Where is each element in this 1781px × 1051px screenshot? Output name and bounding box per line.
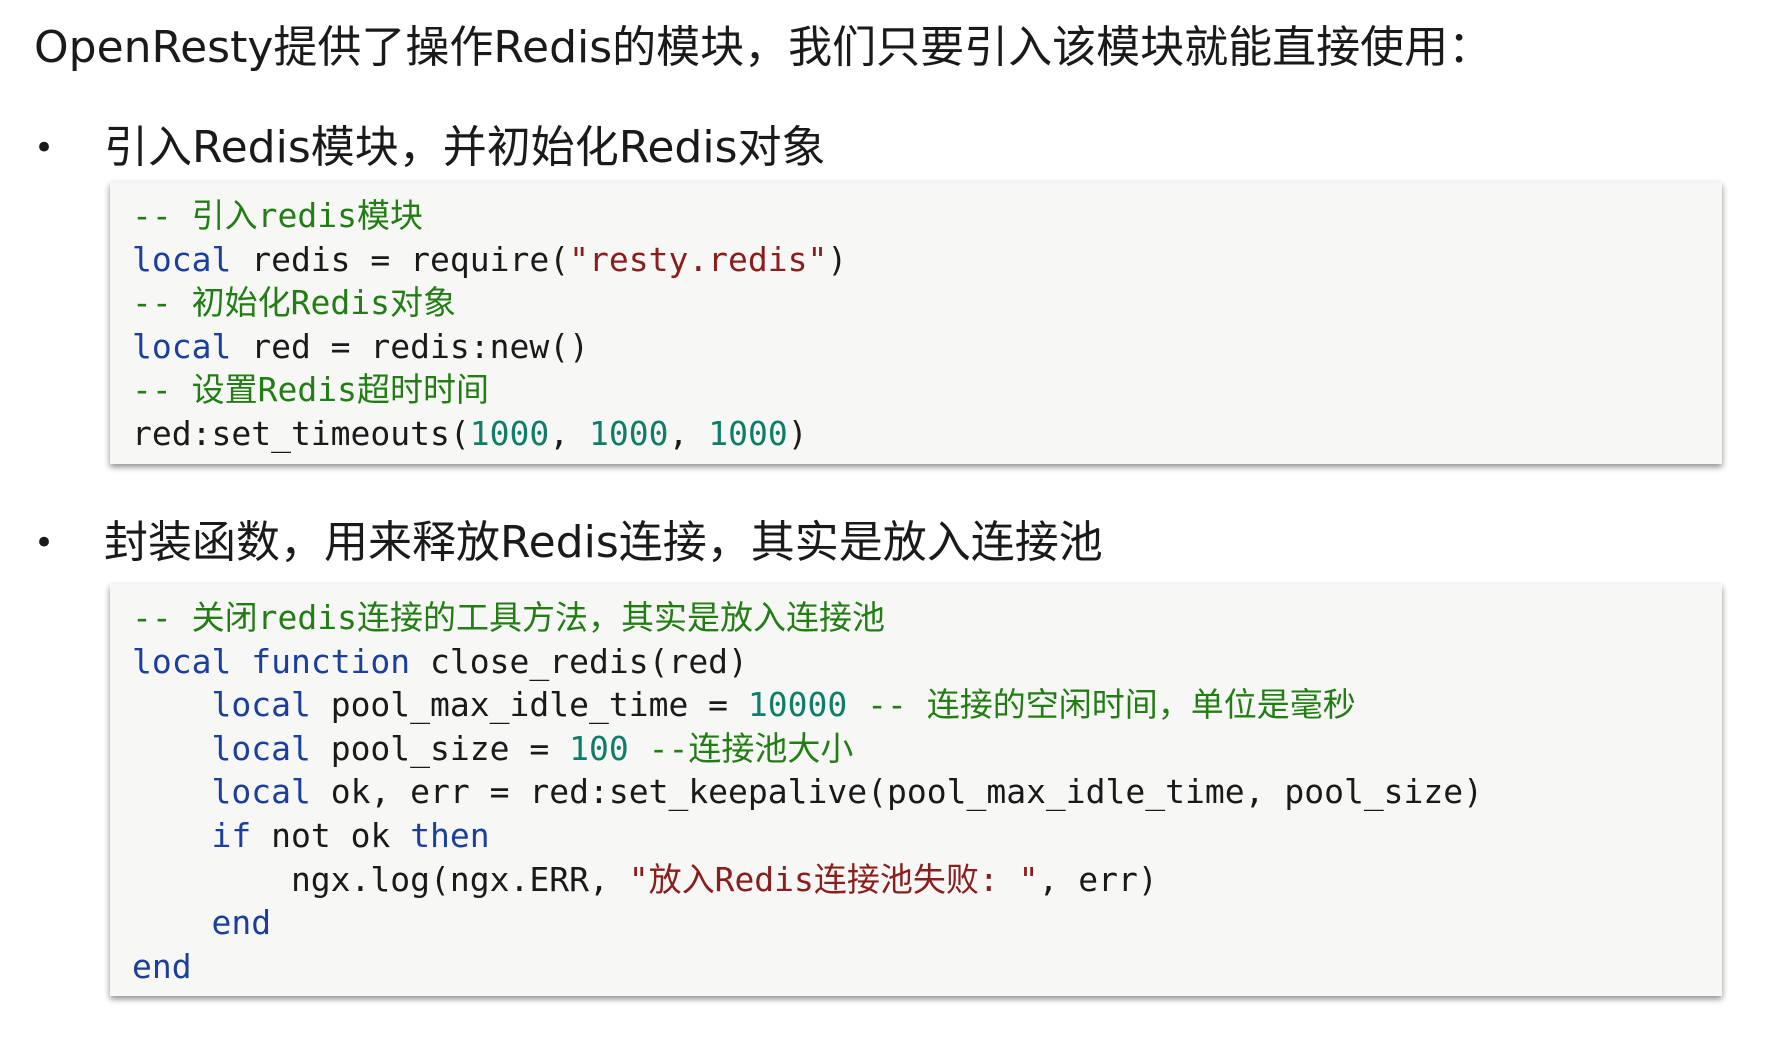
code-token: -- 连接的空闲时间，单位是毫秒 <box>847 685 1356 725</box>
code-token: 10000 <box>747 685 848 725</box>
code-line: local redis = require("resty.redis") <box>132 238 1700 282</box>
code-token: end <box>132 946 192 986</box>
code-token: , <box>668 413 709 453</box>
bullet-close-redis: • 封装函数，用来释放Redis连接，其实是放入连接池 <box>34 513 1103 573</box>
code-token: ) <box>827 239 848 279</box>
bullet-marker: • <box>34 128 55 168</box>
code-token: 100 <box>569 728 629 768</box>
code-token: -- 初始化Redis对象 <box>132 283 456 323</box>
bullet-init-redis: • 引入Redis模块，并初始化Redis对象 <box>34 118 826 178</box>
code-token: redis = require( <box>231 239 570 279</box>
code-line: -- 初始化Redis对象 <box>132 281 1700 325</box>
code-line: local function close_redis(red) <box>132 640 1700 684</box>
code-token: 1000 <box>589 413 669 453</box>
code-token: ngx.log(ngx.ERR, <box>132 859 629 899</box>
code-line: -- 设置Redis超时时间 <box>132 368 1700 412</box>
code-token <box>132 685 211 724</box>
code-token: local <box>132 641 232 681</box>
code-token: ) <box>787 413 808 453</box>
code-token: 1000 <box>469 413 550 453</box>
code-token: close_redis(red) <box>410 641 748 681</box>
code-token: 1000 <box>708 413 788 453</box>
code-token: , <box>549 413 589 453</box>
bullet-text: 引入Redis模块，并初始化Redis对象 <box>104 122 826 173</box>
code-token <box>132 772 211 811</box>
code-token: end <box>211 903 272 943</box>
code-token: -- 关闭redis连接的工具方法，其实是放入连接池 <box>132 598 885 637</box>
code-token: pool_max_idle_time = <box>310 685 748 725</box>
code-line: local red = redis:new() <box>132 325 1700 369</box>
code-line: end <box>132 901 1700 945</box>
code-token: function <box>251 641 411 681</box>
code-token: local <box>211 728 311 768</box>
code-token: "放入Redis连接池失败: " <box>628 859 1039 899</box>
code-token: if <box>211 815 252 855</box>
code-token: , err) <box>1038 859 1158 899</box>
code-line: end <box>132 945 1700 989</box>
code-line: -- 引入redis模块 <box>132 194 1700 238</box>
code-token: local <box>211 772 311 812</box>
code-line: if not ok then <box>132 814 1700 858</box>
code-token: -- 设置Redis超时时间 <box>132 370 489 410</box>
code-line: ngx.log(ngx.ERR, "放入Redis连接池失败: ", err) <box>132 858 1700 902</box>
code-token <box>132 903 211 942</box>
code-token: not ok <box>251 815 411 855</box>
code-line: local ok, err = red:set_keepalive(pool_m… <box>132 770 1700 814</box>
code-token: then <box>410 815 490 855</box>
code-line: local pool_size = 100 --连接池大小 <box>132 727 1700 771</box>
code-line: -- 关闭redis连接的工具方法，其实是放入连接池 <box>132 596 1700 640</box>
bullet-text: 封装函数，用来释放Redis连接，其实是放入连接池 <box>104 517 1103 568</box>
bullet-marker: • <box>34 523 55 563</box>
code-token <box>132 816 211 855</box>
code-token: "resty.redis" <box>569 239 828 279</box>
code-token <box>132 729 211 768</box>
code-token: local <box>132 239 232 279</box>
code-line: red:set_timeouts(1000, 1000, 1000) <box>132 412 1700 456</box>
code-token: local <box>132 326 232 366</box>
code-token: --连接池大小 <box>628 728 854 768</box>
code-line: local pool_max_idle_time = 10000 -- 连接的空… <box>132 683 1700 727</box>
code-token: red = redis:new() <box>231 326 589 366</box>
code-token: ok, err = red:set_keepalive(pool_max_idl… <box>310 772 1484 812</box>
code-token: -- 引入redis模块 <box>132 196 423 235</box>
page-heading: OpenResty提供了操作Redis的模块，我们只要引入该模块就能直接使用： <box>34 22 1493 73</box>
code-token: pool_size = <box>310 728 570 768</box>
code-token: local <box>211 685 311 725</box>
code-token: red:set_timeouts( <box>132 413 470 453</box>
code-token <box>231 642 251 681</box>
